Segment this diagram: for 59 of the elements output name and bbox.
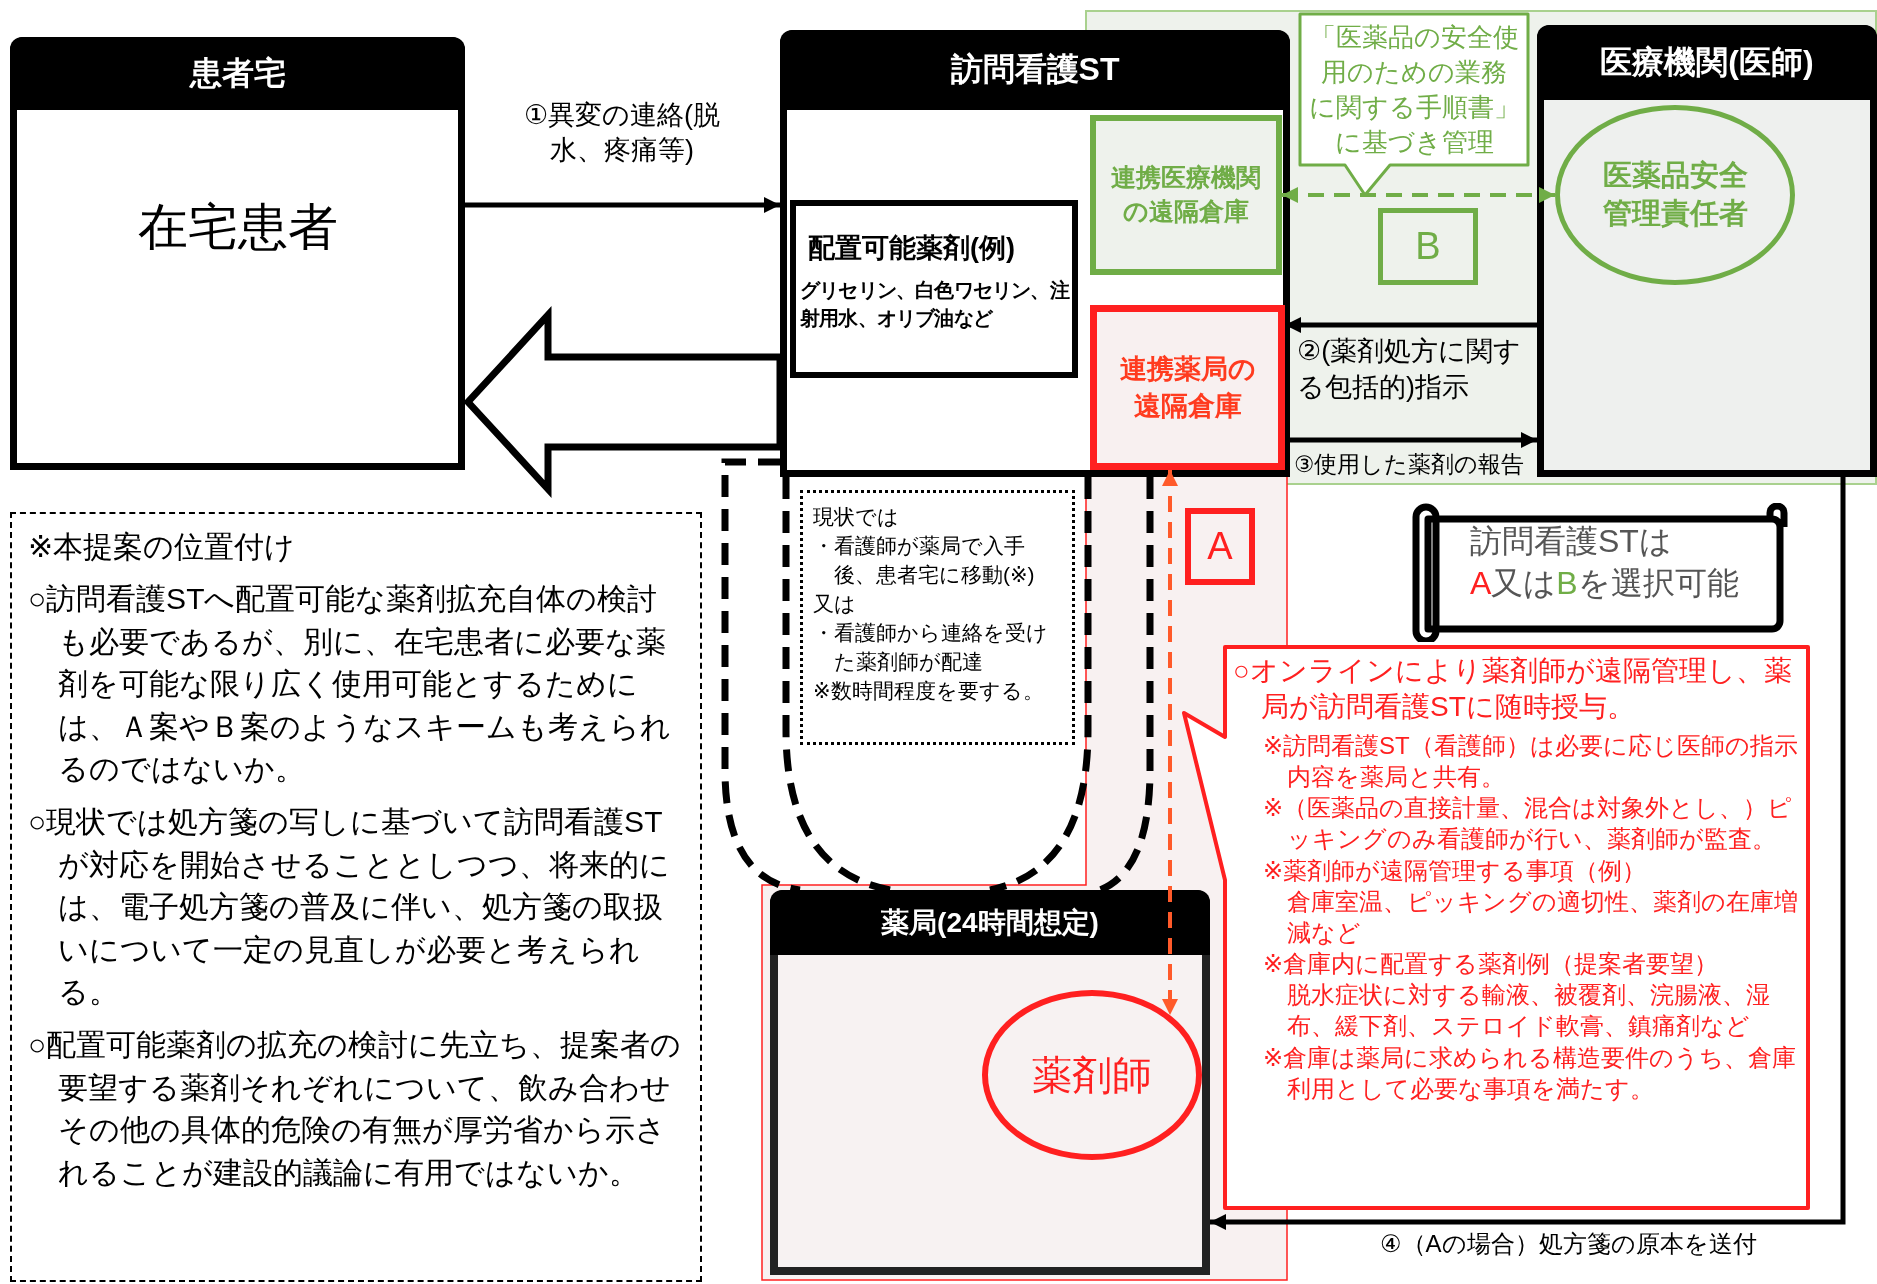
note-box [10, 512, 702, 1282]
node-text: 薬剤師 [1032, 1051, 1152, 1099]
option-letter: A [1207, 525, 1233, 568]
edge-label: ④（Aの場合）処方箋の原本を送付 [1380, 1229, 1757, 1259]
edge-label: ②(薬剤処方に関する包括的)指示 [1297, 335, 1523, 405]
box-text: グリセリン、白色ワセリン、注射用水、オリブ油など [800, 278, 1071, 332]
callout-text: ※訪問看護ST（看護師）は必要に応じ医師の指示内容を薬局と共有。 [1263, 730, 1798, 792]
header-bar: 患者宅 [10, 37, 465, 110]
note-text: ○配置可能薬剤の拡充の検討に先立ち、提案者の要望する薬剤それぞれについて、飲み合わせその他の具体的危険の有無が厚労省から示されることが建設的議論に有用ではないか。 [28, 1026, 683, 1191]
header-bar: 医療機関(医師) [1537, 25, 1877, 100]
callout-box [1182, 645, 1810, 1210]
banner-text: 又は [1491, 564, 1557, 601]
edge-label: ③使用した薬剤の報告 [1294, 451, 1525, 479]
banner-text: 訪問看護STは [1470, 522, 1673, 561]
panel-box [780, 30, 1290, 477]
note-box [800, 490, 1075, 745]
arrow [1162, 470, 1178, 1015]
node-text: 医薬品安全管理責任者 [1601, 158, 1749, 231]
ellipse-node [982, 990, 1202, 1160]
note-text: ○訪問看護STへ配置可能な薬剤拡充自体の検討も必要であるが、別に、在宅患者に必要な薬剤を可能な限り広く使用可能とするためには、Ａ案やＢ案のようなスキームも考えられるのではないか。 [28, 581, 672, 788]
content-box [790, 200, 1078, 378]
callout-text: 脱水症状に対する輸液、被覆剤、浣腸液、湿布、緩下剤、ステロイド軟膏、鎮痛剤など [1286, 980, 1771, 1042]
option-letter: B [1556, 564, 1578, 601]
option-box [1378, 208, 1478, 285]
arrow [1210, 477, 1846, 1230]
option-letter: B [1415, 225, 1441, 268]
storage-box [1090, 115, 1282, 275]
arrow [465, 197, 780, 213]
callout-text: ※薬剤師が遠隔管理する事項（例） [1263, 855, 1648, 886]
option-box [1185, 508, 1255, 585]
note-text: ○現状では処方箋の写しに基づいて訪問看護STが対応を開始させることとしつつ、将来的には、電子処方箋の普及に伴い、処方箋の取扱いについて一定の見直しが必要と考えられる。 [28, 803, 671, 1011]
header-bar: 訪問看護ST [780, 30, 1290, 110]
callout-text: ○オンラインにより薬剤師が遠隔管理し、薬局が訪問看護STに随時授与。 [1233, 654, 1793, 725]
scroll-banner [1410, 503, 1790, 642]
box-text: 連携薬局の遠隔倉庫 [1118, 353, 1257, 423]
option-letter: A [1470, 564, 1492, 601]
storage-box [1090, 305, 1285, 470]
panel-box [770, 890, 1210, 1275]
callout-text: 倉庫室温、ピッキングの適切性、薬剤の在庫増減など [1286, 886, 1798, 948]
banner-text: を選択可能 [1577, 564, 1739, 601]
node-text: 在宅患者 [136, 198, 339, 257]
panel-box [1537, 25, 1877, 477]
box-title: 配置可能薬剤(例) [808, 232, 1015, 265]
note-heading: ※本提案の位置付け [28, 529, 297, 565]
note-text: 又は [813, 590, 857, 617]
note-text: 現状では [813, 504, 900, 530]
callout-text: ※倉庫は薬局に求められる構造要件のうち、倉庫利用として必要な事項を満たす。 [1263, 1042, 1798, 1104]
callout-text: ※（医薬品の直接計量、混合は対象外とし、）ピッキングのみ看護師が行い、薬剤師が監査。 [1263, 793, 1794, 855]
arrow [1282, 187, 1555, 203]
header-bar: 薬局(24時間想定) [770, 890, 1210, 955]
box-text: 連携医療機関の遠隔倉庫 [1110, 162, 1262, 227]
note-text: ・看護師から連絡を受けた薬剤師が配達 [813, 619, 1049, 675]
note-text: ※数時間程度を要する。 [813, 677, 1045, 704]
callout-text: 「医薬品の安全使用のための業務に関する手順書」に基づき管理 [1308, 21, 1520, 160]
callout-text: ※倉庫内に配置する薬剤例（提案者要望） [1263, 949, 1720, 980]
edge-label: ①異変の連絡(脱水、疼痛等) [522, 99, 722, 168]
ellipse-node [1555, 105, 1795, 285]
note-text: ・看護師が薬局で入手後、患者宅に移動(※) [813, 532, 1036, 588]
panel-box [10, 37, 465, 470]
